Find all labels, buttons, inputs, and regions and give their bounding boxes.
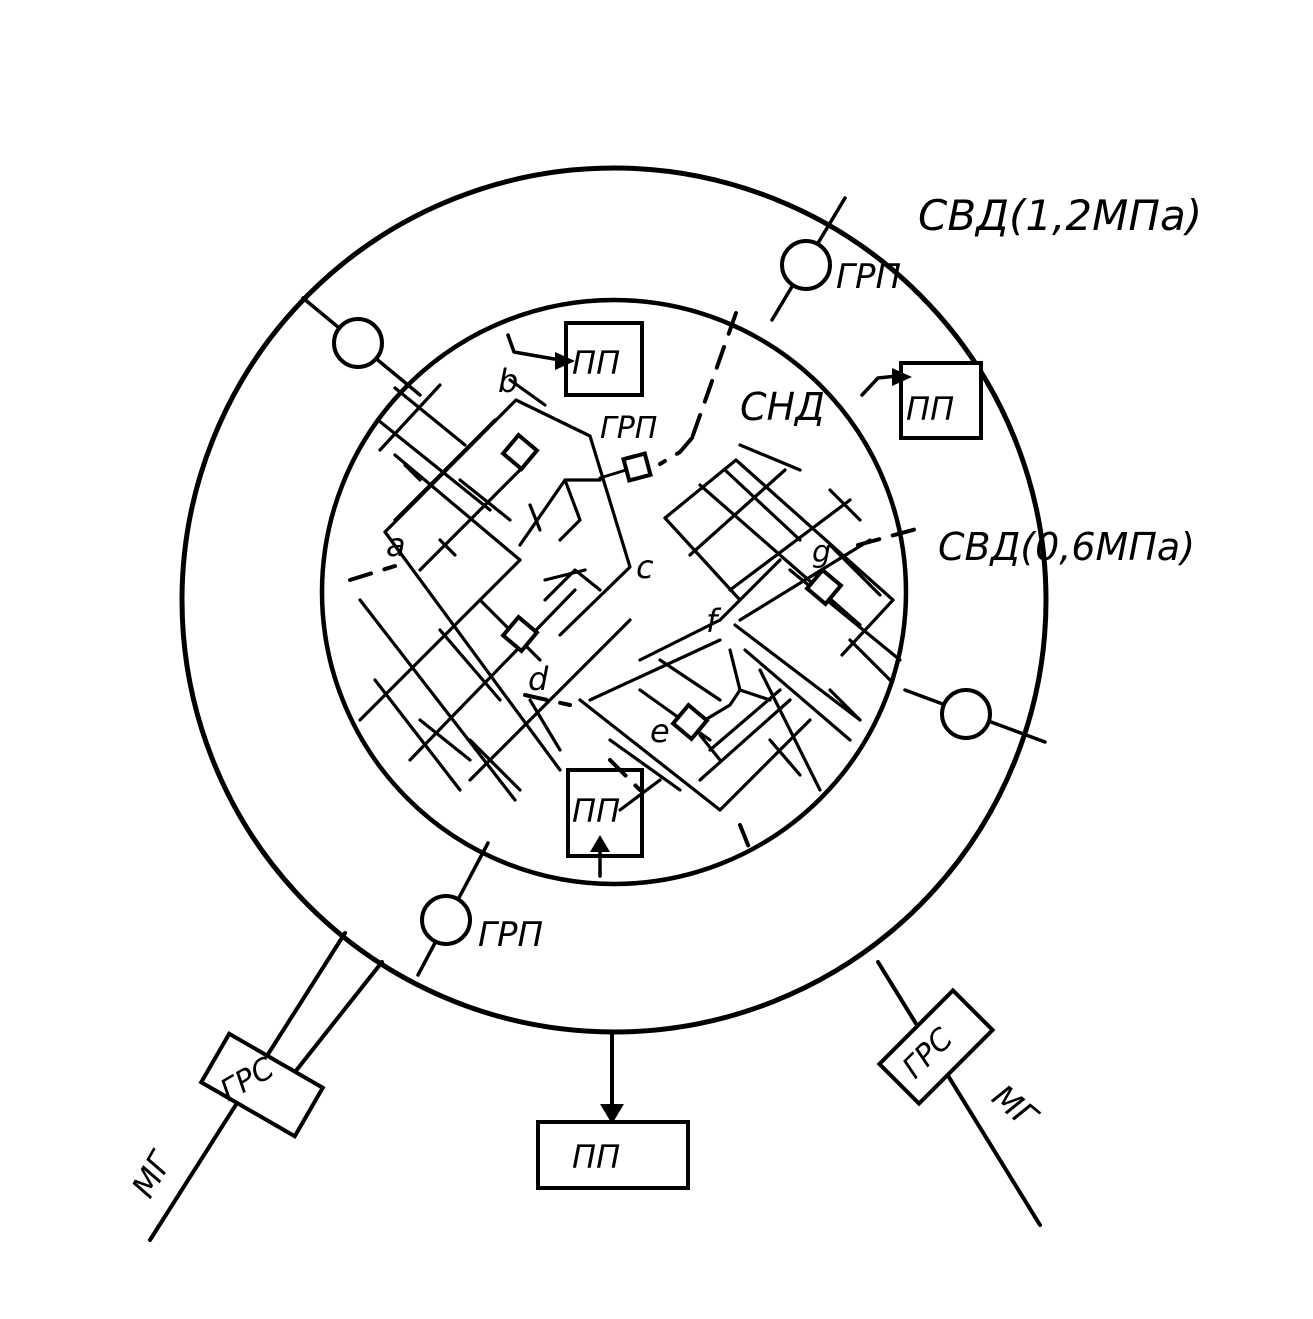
label-grp-inner: ГРП — [600, 411, 657, 446]
grp-circle-bottom — [420, 894, 472, 946]
inner-ring-svd-mid — [319, 297, 909, 887]
pp-inner-top-box — [564, 321, 644, 397]
pp-right-box — [899, 361, 983, 440]
label-svd-high: СВД(1,2МПа) — [918, 191, 1202, 240]
grp-circle-top — [780, 239, 832, 291]
grs-right-box — [876, 987, 996, 1107]
grp-inner-square — [621, 451, 653, 483]
arrow-bottom-pp — [600, 1104, 624, 1124]
pp-bottom-box — [536, 1120, 690, 1190]
node-square-b — [500, 432, 540, 472]
street-grid-left — [358, 378, 632, 802]
street-grid-right — [578, 443, 902, 812]
grp-circle-right — [940, 688, 992, 740]
grs-left-box — [198, 1031, 326, 1139]
label-pp-inner-bottom: ПП — [572, 792, 620, 830]
label-point-b: b — [498, 362, 518, 400]
node-square-g — [804, 567, 844, 607]
label-pp-bottom: ПП — [572, 1138, 620, 1176]
label-grp-top: ГРП — [836, 257, 901, 297]
pp-inner-bottom-box — [566, 768, 644, 858]
ring-connectors — [301, 196, 1047, 977]
grp-circle-top-left — [332, 317, 384, 369]
label-pp-inner-top: ПП — [572, 344, 620, 382]
outer-ring-svd-high — [179, 165, 1049, 1035]
node-square-e — [670, 702, 710, 742]
label-mg-left: МГ — [124, 1144, 181, 1204]
pp-arrows — [506, 333, 912, 878]
label-mg-right: МГ — [985, 1077, 1046, 1137]
label-point-d: d — [528, 660, 549, 698]
label-point-a: a — [386, 526, 406, 564]
label-point-c: c — [636, 548, 654, 586]
label-point-g: g — [812, 535, 831, 570]
label-snd: СНД — [740, 385, 825, 429]
label-pp-right: ПП — [906, 390, 954, 428]
node-square-d — [500, 614, 540, 654]
label-point-e: e — [650, 712, 670, 750]
label-svd-mid: СВД(0,6МПа) — [938, 525, 1195, 569]
label-grp-bottom: ГРП — [478, 915, 543, 955]
